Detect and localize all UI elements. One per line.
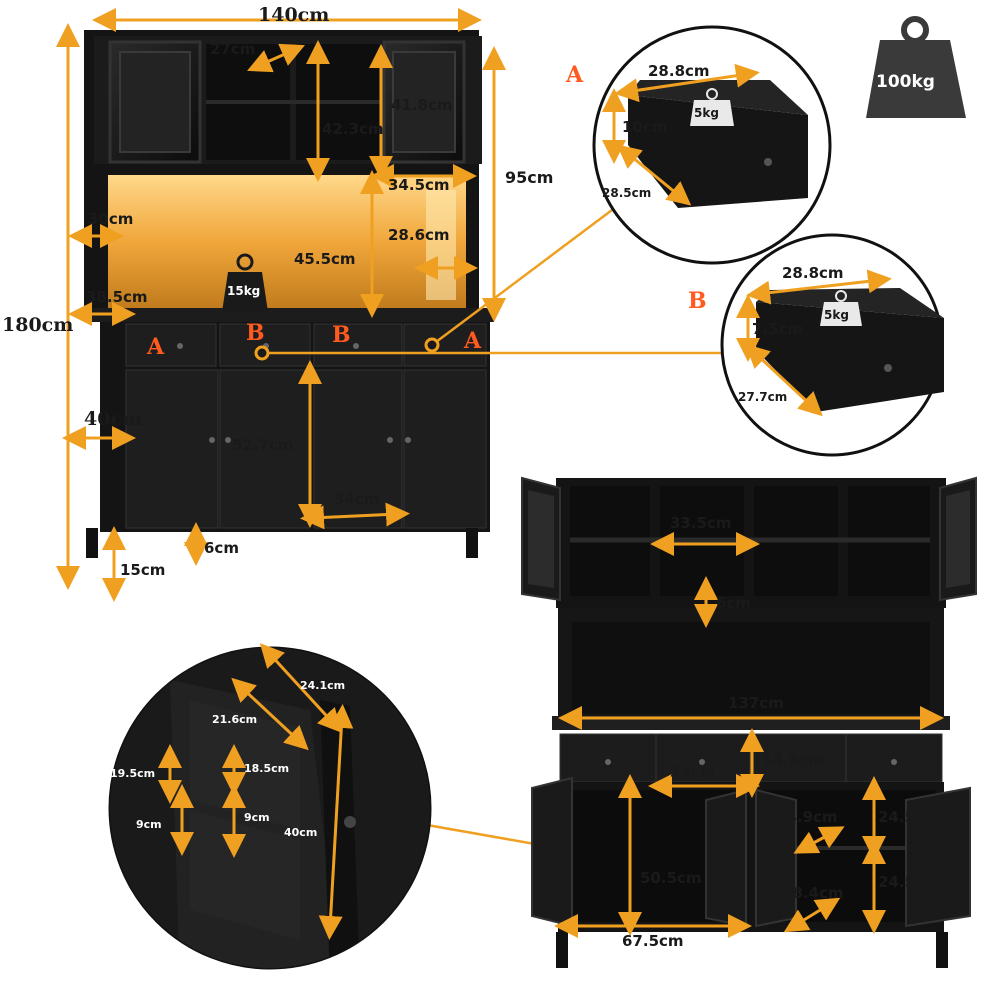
dim-glass-shelf-width: 27cm (210, 40, 256, 58)
drawer-a-weight: 5kg (694, 106, 719, 120)
drawer-a-height: 10cm (622, 118, 668, 136)
dim-width: 140cm (258, 4, 330, 26)
dim-hutch-height: 95cm (505, 168, 554, 187)
drawer-a-detail (592, 25, 832, 265)
door-detail-d2: 21.6cm (212, 713, 258, 726)
tag-drawer-a-left: A (147, 334, 165, 360)
dim-microwave-depth: 28.6cm (388, 226, 450, 244)
open-drawer-height: 14.6cm (762, 751, 824, 769)
drawer-a-depth: 28.5cm (602, 186, 652, 200)
open-inner-shelf-width: 38.4cm (782, 884, 844, 902)
dim-counter-depth: 38.5cm (86, 288, 148, 306)
drawer-a-width: 28.8cm (648, 62, 710, 80)
tag-drawer-a-detail: A (566, 62, 584, 88)
open-base-width: 67.5cm (622, 932, 684, 950)
door-detail (108, 646, 432, 970)
dim-base-door-h: 52.7cm (232, 436, 294, 454)
drawer-b-width: 28.8cm (782, 264, 844, 282)
open-inner-height: 50.5cm (640, 869, 702, 887)
dim-height: 180cm (2, 314, 74, 336)
door-detail-d1: 24.1cm (300, 679, 346, 692)
open-cabinet (521, 476, 977, 968)
open-counter-width: 137cm (728, 694, 784, 712)
drawer-b-weight: 5kg (824, 308, 849, 322)
open-drawer-width: 34cm (670, 763, 716, 781)
drawer-b-depth: 27.7cm (738, 390, 788, 404)
dim-hutch-compartment-h: 42.3cm (322, 120, 384, 138)
weight-shelf-label: 15kg (227, 284, 261, 298)
drawer-a-dims (602, 63, 760, 206)
dim-side-cabinet-w: 34.5cm (388, 176, 450, 194)
open-cube-width: 33.5cm (670, 514, 732, 532)
door-detail-d7: 40cm (284, 826, 318, 839)
tag-drawer-a-right: A (464, 328, 482, 354)
door-detail-d4: 18.5cm (244, 762, 290, 775)
door-detail-d3: 19.5cm (110, 767, 156, 780)
drawer-b-dims (736, 269, 892, 417)
dim-hutch-depth: 30cm (88, 210, 134, 228)
dim-leg-h: 15cm (120, 561, 166, 579)
door-detail-dims (158, 643, 354, 940)
dim-leg-gap: 6cm (204, 539, 239, 557)
open-inner-depth: 24.9cm (776, 808, 838, 826)
door-detail-d5: 9cm (136, 818, 162, 831)
tag-drawer-b-left: B (246, 320, 265, 346)
drawer-b-height: 7.5cm (752, 320, 804, 338)
dim-microwave-h: 45.5cm (294, 250, 356, 268)
tag-drawer-b-right: B (332, 322, 351, 348)
open-shelf-gap: 6cm (716, 594, 751, 612)
main-dimension-lines (56, 8, 506, 602)
open-view-dims (554, 532, 944, 938)
weight-100kg-icon (866, 16, 966, 118)
tag-drawer-b-detail: B (688, 288, 707, 314)
door-detail-d6: 9cm (244, 811, 270, 824)
dim-base-depth: 40cm (84, 408, 143, 430)
main-cabinet (84, 30, 494, 558)
dim-base-door-w: 34cm (334, 490, 380, 508)
open-inner-shelf-bottom: 24.5cm (878, 873, 940, 891)
open-inner-shelf-top: 24.5cm (878, 808, 940, 826)
weight-total-label: 100kg (876, 72, 935, 92)
dim-side-cabinet-h: 41.8cm (391, 96, 453, 114)
